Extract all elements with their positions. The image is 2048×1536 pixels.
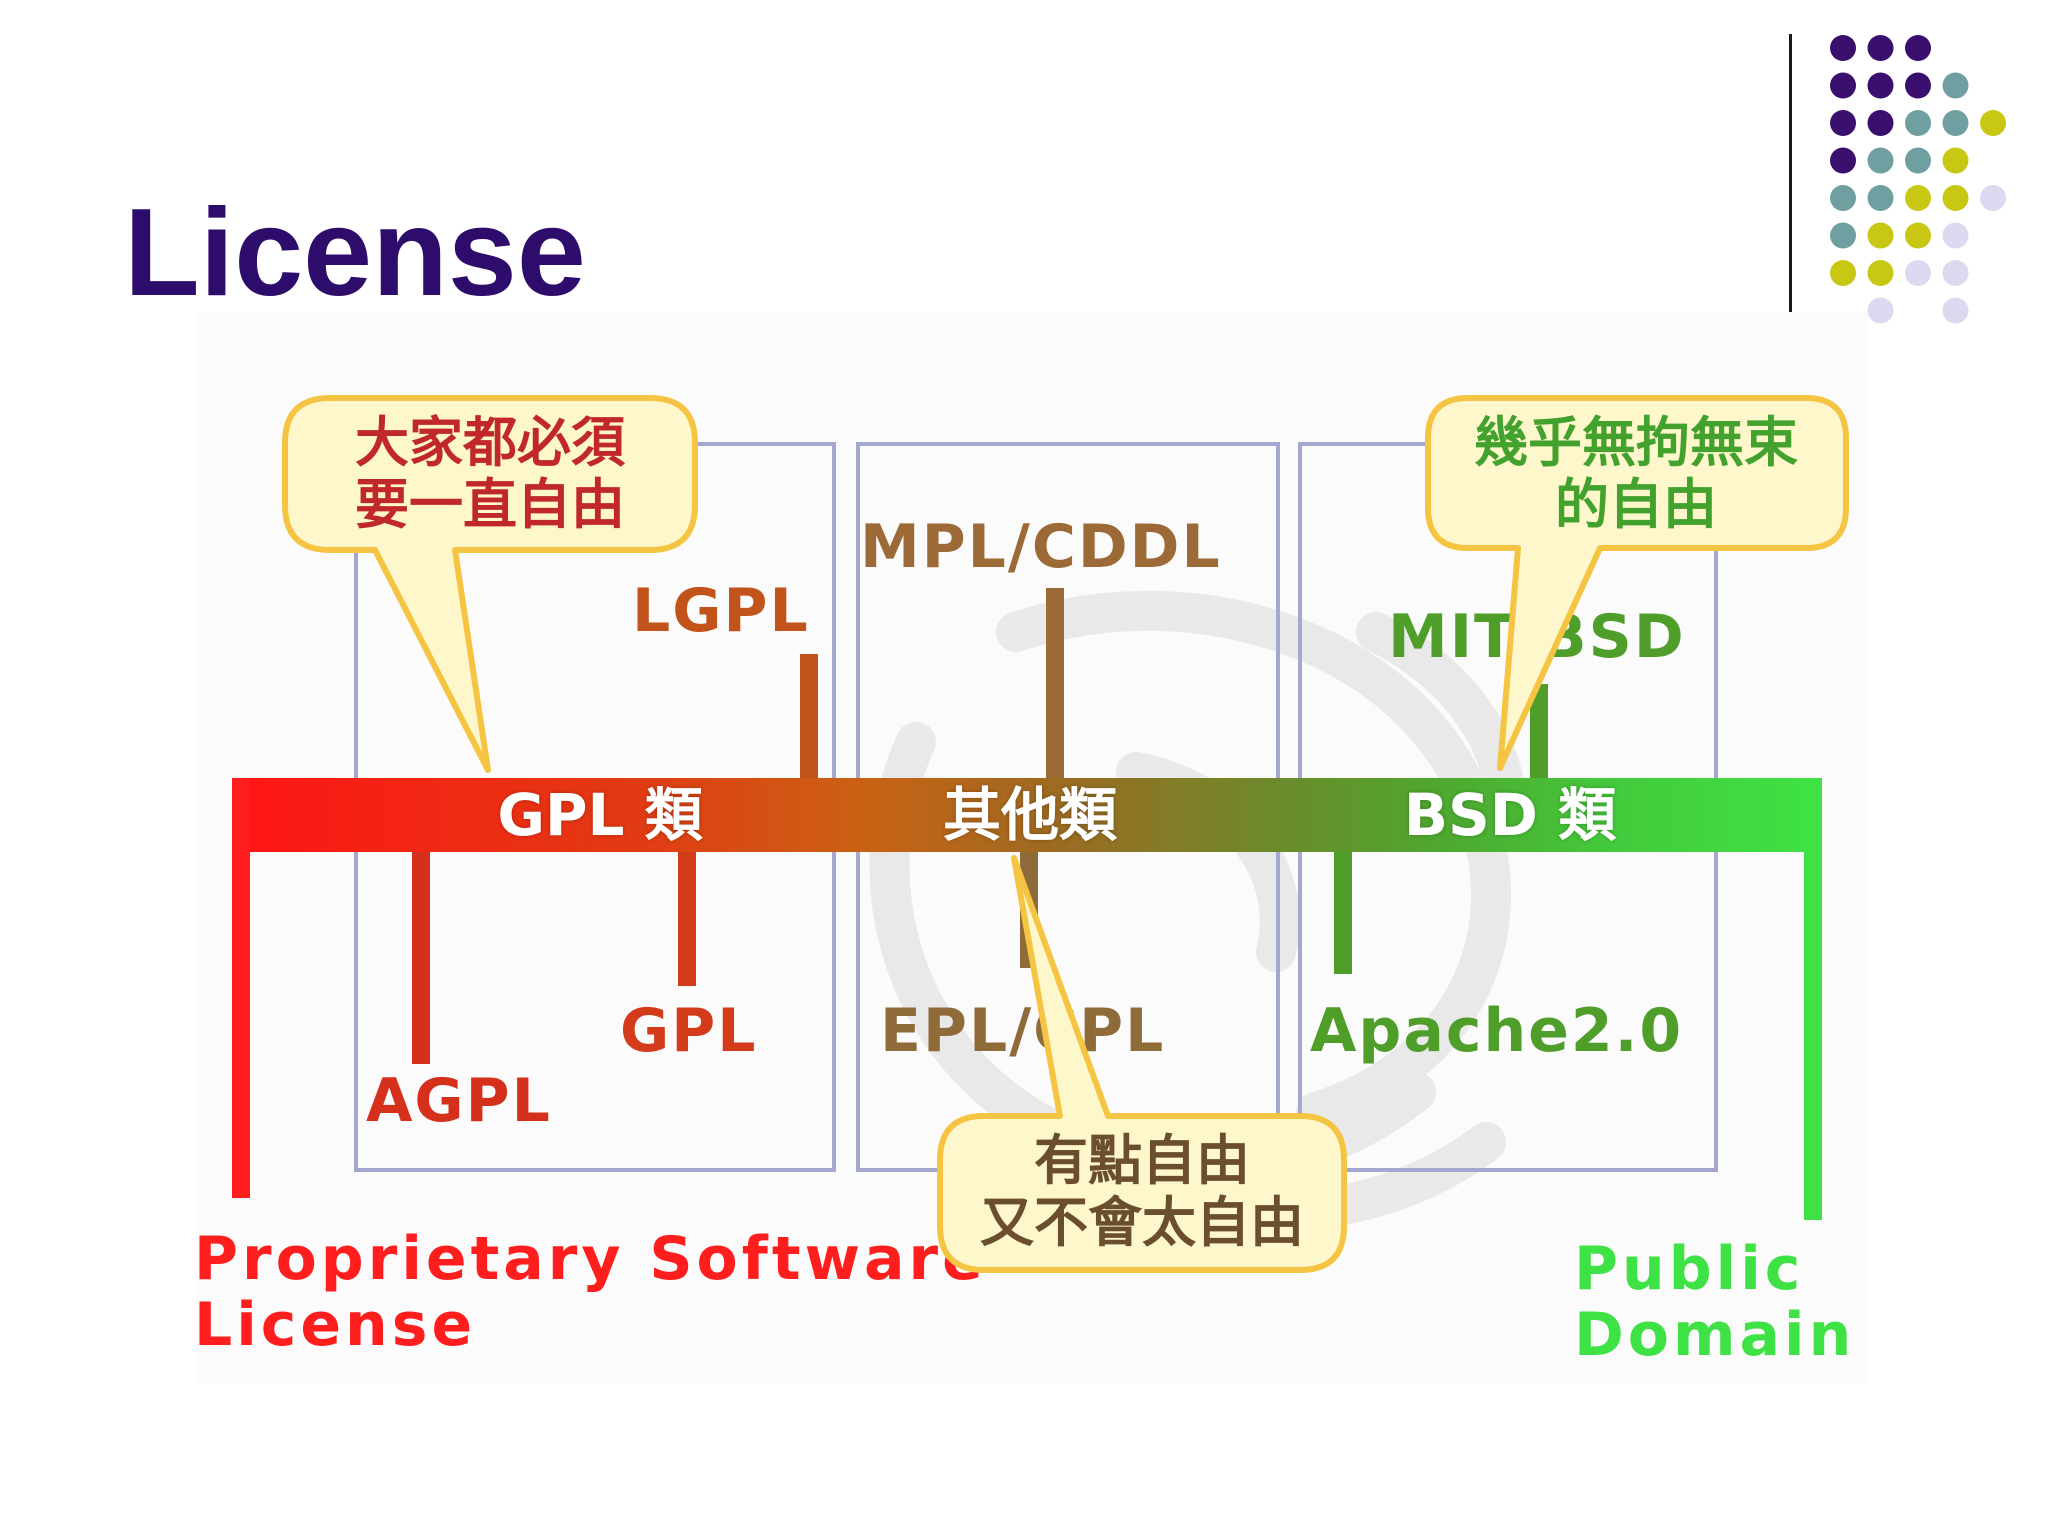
decorative-dot: [1942, 260, 1969, 286]
gpl-callout-line-2: 要一直自由: [355, 473, 625, 536]
decorative-dot: [1905, 222, 1931, 249]
decorative-dot: [1905, 260, 1931, 286]
other-category-label: 其他類: [942, 781, 1117, 849]
lgpl-tick: [800, 654, 818, 778]
decorative-divider: [1789, 34, 1792, 378]
decorative-dot: [1980, 185, 2006, 211]
mpl-cddl-label: MPL/CDDL: [860, 512, 1222, 582]
decorative-dot: [1830, 110, 1856, 136]
decorative-dot: [1830, 72, 1856, 99]
agpl-tick: [412, 852, 430, 1064]
decorative-dot: [1867, 222, 1894, 249]
decorative-dot: [1867, 260, 1894, 286]
gpl-category-label: GPL 類: [497, 781, 703, 849]
decorative-dot: [1867, 110, 1894, 136]
decorative-dot: [1942, 147, 1969, 174]
decorative-dot: [1980, 110, 2006, 136]
proprietary-line-2: License: [194, 1290, 477, 1360]
bsd-callout-text: 幾乎無拘無束 的自由: [1436, 412, 1836, 536]
decorative-dot-grid: [1830, 35, 2006, 324]
proprietary-line-1: Proprietary Software: [194, 1224, 987, 1294]
agpl-label: AGPL: [366, 1066, 552, 1136]
public-domain-label: Public Domain: [1574, 1236, 1855, 1368]
other-callout-shape: [937, 855, 1347, 1273]
apache-label: Apache2.0: [1310, 996, 1684, 1066]
decorative-dot: [1830, 147, 1856, 174]
decorative-dot: [1830, 260, 1856, 286]
decorative-dot: [1942, 72, 1969, 99]
decorative-dot: [1942, 110, 1969, 136]
decorative-dot: [1830, 35, 1856, 61]
proprietary-software-label: Proprietary Software License: [194, 1226, 987, 1358]
decorative-dot: [1942, 185, 1969, 211]
decorative-dot: [1830, 185, 1856, 211]
other-callout-line-2: 又不會太自由: [980, 1191, 1304, 1254]
public-domain-line-2: Domain: [1574, 1300, 1856, 1370]
other-callout-text: 有點自由 又不會太自由: [952, 1130, 1332, 1254]
decorative-dot: [1905, 147, 1931, 174]
decorative-dot: [1867, 72, 1894, 99]
slide-title: License: [124, 184, 586, 322]
gpl-callout-line-1: 大家都必須: [355, 411, 625, 474]
decorative-dot: [1905, 35, 1931, 61]
bsd-callout-line-1: 幾乎無拘無束: [1474, 411, 1798, 474]
decorative-dot: [1942, 297, 1969, 324]
decorative-dot: [1905, 110, 1931, 136]
apache-tick: [1334, 852, 1352, 974]
decorative-dot: [1905, 185, 1931, 211]
bsd-callout-shape: [1425, 395, 1849, 771]
gpl-callout-shape: [282, 395, 698, 773]
gpl-callout-text: 大家都必須 要一直自由: [300, 412, 680, 536]
public-domain-line-1: Public: [1574, 1234, 1805, 1304]
gpl-label: GPL: [620, 996, 758, 1066]
freedom-spectrum-bar: [232, 778, 1822, 852]
bsd-callout-line-2: 的自由: [1555, 473, 1717, 536]
epl-cpl-label: EPL/CPL: [880, 996, 1166, 1066]
proprietary-end-post: [232, 778, 250, 1198]
decorative-dot: [1867, 185, 1894, 211]
lgpl-label: LGPL: [632, 576, 810, 646]
decorative-dot: [1867, 147, 1894, 174]
mpl-cddl-tick: [1046, 588, 1064, 778]
mit-bsd-tick: [1530, 684, 1548, 778]
other-callout-line-1: 有點自由: [1034, 1129, 1250, 1192]
public-domain-end-post: [1804, 778, 1822, 1220]
decorative-dot: [1942, 222, 1969, 249]
decorative-dot: [1830, 222, 1856, 249]
decorative-dot: [1867, 297, 1894, 324]
bsd-category-label: BSD 類: [1403, 781, 1617, 849]
decorative-dot: [1905, 72, 1931, 99]
gpl-tick: [678, 852, 696, 986]
decorative-dot: [1867, 35, 1894, 61]
